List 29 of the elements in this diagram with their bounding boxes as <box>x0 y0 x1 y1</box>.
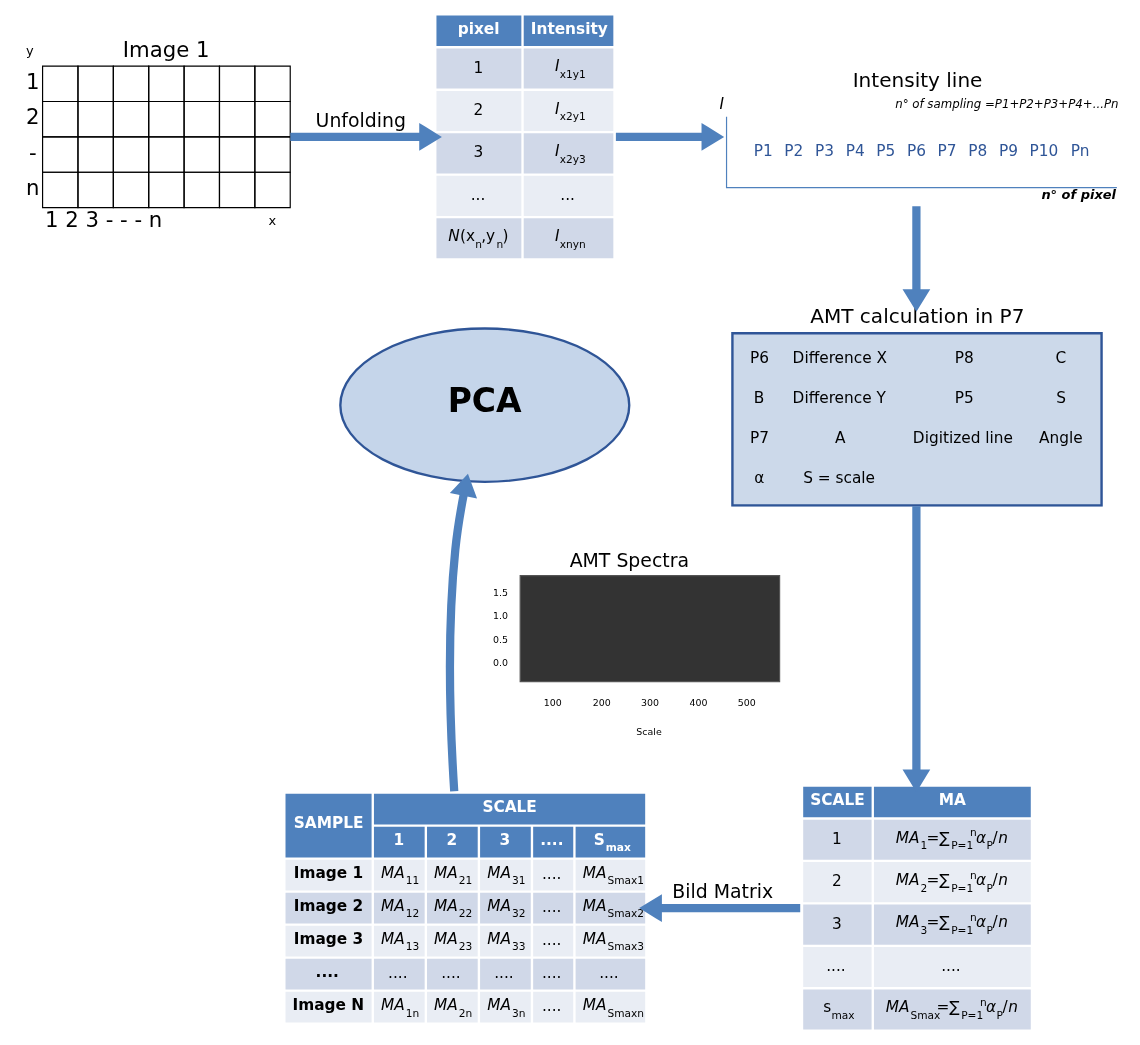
node-ellipse: PCA <box>339 327 631 483</box>
node-label: 100 <box>543 696 562 708</box>
node-label: AMT Spectra <box>569 549 690 572</box>
arrow <box>639 894 801 922</box>
node-label: Scale <box>636 726 662 738</box>
node-label: 0.0 <box>493 657 509 669</box>
node-label: 400 <box>689 696 708 708</box>
node-label: 1 <box>26 69 40 95</box>
node-text: Intensity line I n° of sampling =P1+P2+P3+P4+...Pn P1 P2 P3 P4 P5 P6 P7 P8 P9 P10 Pn n° of pixel <box>719 67 1119 203</box>
node-label: 200 <box>592 696 611 708</box>
node-label: - <box>29 139 37 165</box>
arrow <box>290 123 442 151</box>
arrow <box>615 123 725 151</box>
node-label: Image 1 <box>122 37 210 63</box>
node-label: 300 <box>641 696 660 708</box>
node-label: 2 <box>26 104 40 130</box>
node-label: 0.5 <box>493 633 509 645</box>
node-label: x <box>268 213 277 229</box>
node-label: 1.5 <box>493 586 509 598</box>
node-label: 500 <box>737 696 756 708</box>
arrow <box>902 206 931 312</box>
node-label: 1.0 <box>493 610 509 622</box>
edge-label: Unfolding <box>315 109 406 132</box>
node-label: y <box>26 43 34 59</box>
node-label: 1 2 3 - - - n <box>44 206 163 232</box>
node-label: AMT calculation in P7 <box>810 304 1025 329</box>
node-label: n <box>26 175 40 201</box>
arrow <box>445 473 478 792</box>
edge-label: Bild Matrix <box>672 880 774 903</box>
